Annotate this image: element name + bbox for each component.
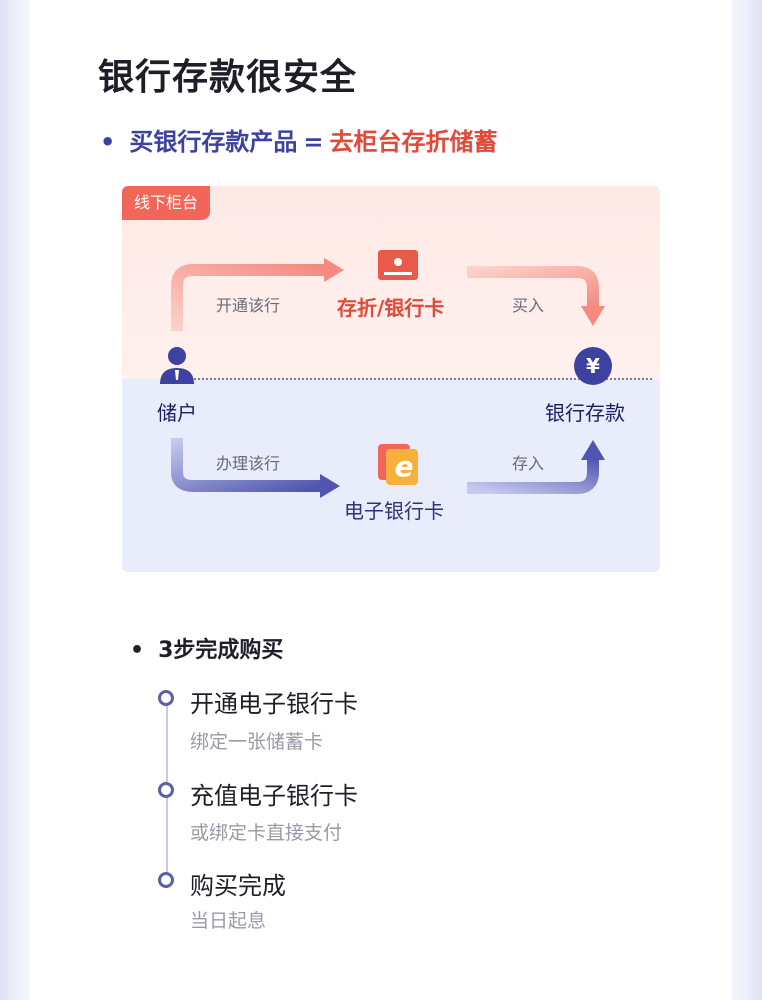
user-icon <box>160 347 194 384</box>
arrow-open-account-head <box>324 258 344 282</box>
label-apply: 办理该行 <box>216 454 281 473</box>
label-deposit-in: 存入 <box>512 454 545 473</box>
arrow-buy <box>467 266 599 308</box>
step-2-marker <box>158 782 174 798</box>
yuan-symbol: ¥ <box>586 354 600 378</box>
arrow-apply-ecard-head <box>320 474 340 498</box>
step-3-subtitle: 当日起息 <box>190 910 267 932</box>
steps-heading: • 3步完成购买 <box>130 632 283 664</box>
ecard-icon <box>378 444 418 485</box>
arrow-apply-ecard <box>171 438 322 492</box>
step-1-subtitle: 绑定一张储蓄卡 <box>190 731 324 753</box>
step-3-title: 购买完成 <box>190 872 286 900</box>
headline-equals: = <box>303 128 324 156</box>
arrow-buy-head <box>581 306 605 326</box>
arrow-open-account <box>171 264 327 331</box>
purchase-flow-diagram: 线下柜台 <box>122 186 660 572</box>
offline-section <box>122 186 660 379</box>
bankbook-icon <box>378 250 418 280</box>
bullet-dot: • <box>100 128 116 156</box>
step-1-marker <box>158 690 174 706</box>
page-title: 银行存款很安全 <box>98 57 358 98</box>
arrow-deposit-head <box>581 440 605 460</box>
ecard-letter: e <box>394 450 414 483</box>
headline-analogy: 去柜台存折储蓄 <box>329 128 498 156</box>
arrow-deposit <box>467 458 599 494</box>
flow-arrows <box>160 250 612 498</box>
section-divider <box>162 378 652 380</box>
steps-heading-text: 3步完成购买 <box>158 638 284 663</box>
headline: • 买银行存款产品=去柜台存折储蓄 <box>100 122 497 157</box>
label-depositor: 储户 <box>157 401 197 425</box>
label-bank-deposit: 银行存款 <box>545 401 625 425</box>
deposit-coin-icon <box>574 347 612 385</box>
label-buy: 买入 <box>512 296 545 315</box>
step-2-subtitle: 或绑定卡直接支付 <box>190 822 343 844</box>
step-2-title: 充值电子银行卡 <box>190 782 358 810</box>
headline-product: 买银行存款产品 <box>129 128 298 156</box>
steps-bullet: • <box>130 638 145 663</box>
step-3-marker <box>158 872 174 888</box>
label-ecard: 电子银行卡 <box>344 499 444 523</box>
label-bankbook: 存折/银行卡 <box>337 296 445 320</box>
label-open-account: 开通该行 <box>216 296 281 315</box>
step-1-title: 开通电子银行卡 <box>190 690 358 718</box>
offline-counter-tag: 线下柜台 <box>122 186 211 220</box>
